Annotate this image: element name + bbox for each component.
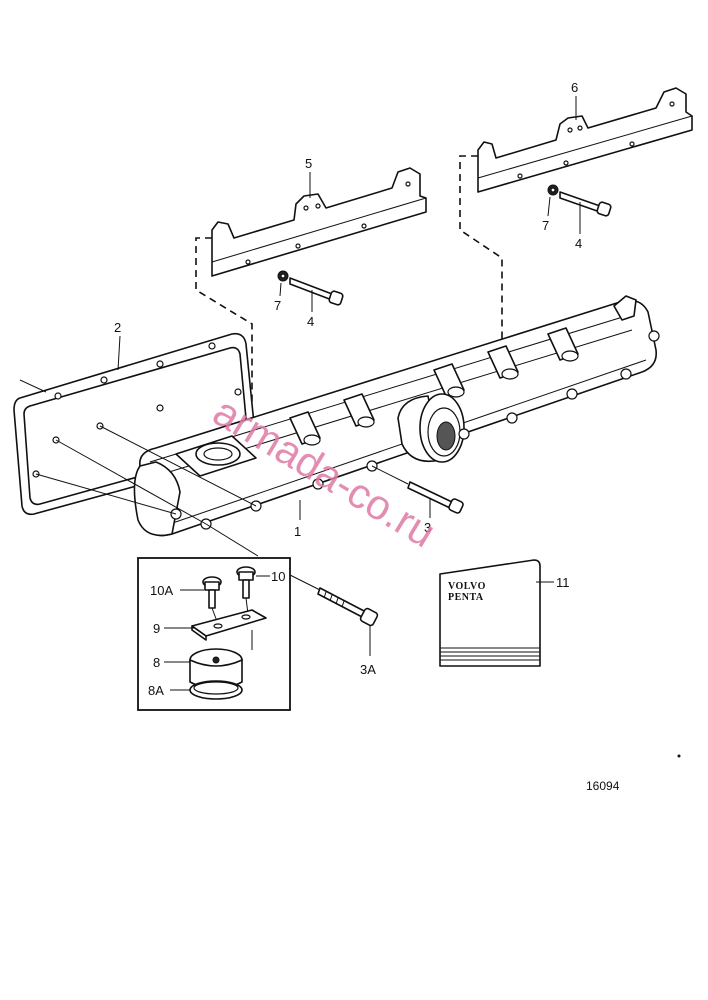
callout-line-7-right: [547, 196, 551, 217]
outlet-flange: [175, 435, 257, 477]
heat-shield-5: [211, 167, 427, 277]
side-outlet: [397, 393, 465, 463]
screw-3: [371, 465, 464, 514]
guide-line-c: [99, 425, 257, 507]
callout-8a: 8A: [148, 683, 164, 698]
callout-4-middle: 4: [307, 314, 314, 329]
callout-11: 11: [556, 575, 570, 590]
callout-7-middle: 7: [274, 298, 281, 313]
screw-4-middle: [277, 270, 344, 306]
plate-9: [191, 609, 267, 641]
callout-8: 8: [153, 655, 160, 670]
dashed-guide-right: [459, 155, 503, 400]
callout-10a: 10A: [150, 583, 173, 598]
exhaust-manifold-1: [133, 295, 660, 537]
figure-number: 16094: [586, 779, 620, 793]
guide-line-d: [205, 523, 259, 557]
instruction-booklet-11: VOLVO PENTA: [439, 559, 541, 667]
stud-bosses: [289, 327, 579, 446]
callout-6: 6: [571, 80, 578, 95]
guide-line-a: [35, 473, 177, 515]
guide-line-b: [55, 439, 207, 525]
booklet-brand-line-1: VOLVO: [448, 581, 486, 592]
mounting-kit-box: [137, 557, 291, 711]
dashed-guide-middle: [195, 237, 253, 500]
callout-1: 1: [294, 524, 301, 539]
gasket-edge-line: [19, 379, 47, 393]
callout-3: 3: [424, 520, 431, 535]
callout-9: 9: [153, 621, 160, 636]
callout-10: 10: [271, 569, 285, 584]
heat-shield-6: [477, 87, 693, 193]
bolt-10: [236, 566, 256, 599]
callout-5: 5: [305, 156, 312, 171]
ring-8a: [189, 680, 243, 700]
booklet-brand-line-2: PENTA: [448, 592, 484, 603]
callout-4-right: 4: [575, 236, 582, 251]
callout-2: 2: [114, 320, 121, 335]
stray-dot: [677, 754, 681, 758]
callout-line-7-middle: [279, 282, 282, 297]
callout-7-right: 7: [542, 218, 549, 233]
callout-3a: 3A: [360, 662, 376, 677]
callout-line-2: [117, 335, 121, 371]
front-bolt-holes: [170, 330, 660, 530]
